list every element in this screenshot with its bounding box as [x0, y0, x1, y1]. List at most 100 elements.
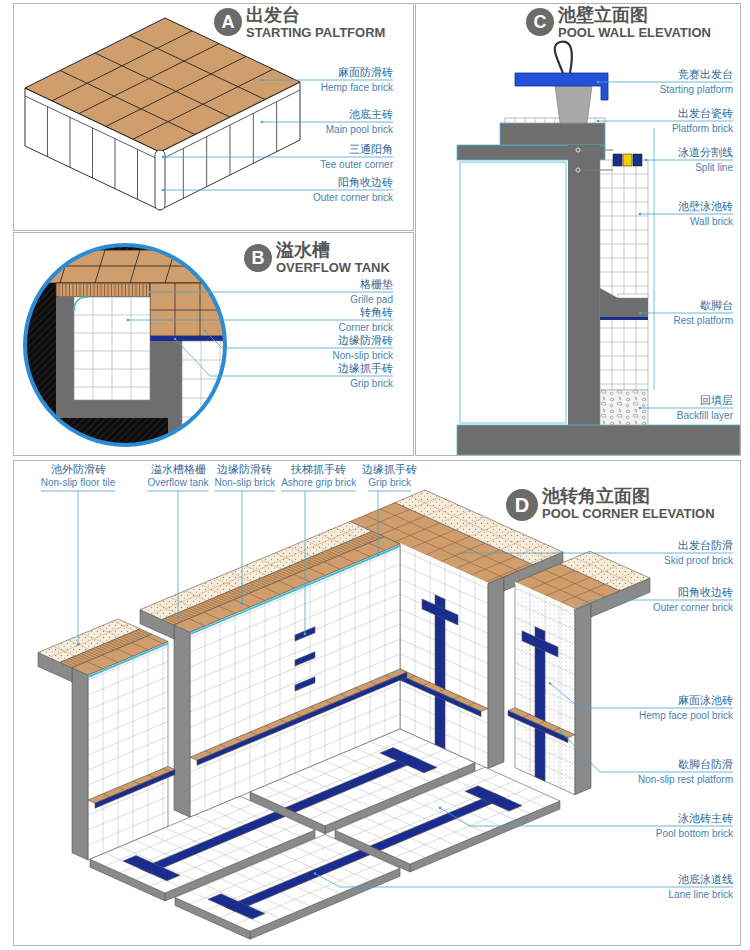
lane-line: [465, 786, 522, 811]
leader-dot: [377, 554, 380, 557]
leader-line: [378, 491, 379, 555]
tile-line: [325, 701, 332, 704]
tile-line: [265, 726, 272, 729]
tile-line: [190, 654, 400, 742]
callout-label: 麻面泳池砖: [678, 694, 733, 707]
tile-line: [219, 596, 231, 601]
ladder-grip: [295, 677, 315, 691]
rest-ledge: [88, 766, 175, 803]
grille-bar: [90, 284, 91, 296]
leader-line: [561, 732, 733, 772]
starting-block: [515, 73, 608, 100]
tile-line: [168, 617, 180, 622]
leader-dot: [261, 79, 264, 82]
leader-dot: [639, 312, 642, 315]
tile-line: [600, 328, 648, 329]
tile-line: [81, 654, 93, 659]
tile-line: [360, 536, 372, 541]
tile-line: [282, 569, 294, 574]
tile-line: [183, 148, 184, 198]
wall-cut: [72, 668, 88, 860]
backfill: [600, 390, 648, 425]
tile-line: [515, 603, 575, 630]
tile-line: [47, 107, 48, 157]
tile-line: [600, 258, 648, 259]
tile-line: [470, 524, 500, 537]
leader-underline: [368, 491, 411, 492]
tile-line: [300, 562, 312, 567]
callout-label: 边缘防滑砖: [338, 334, 393, 347]
callout-label: 出发台瓷砖: [678, 107, 733, 120]
tile-line: [500, 537, 530, 550]
zoom-hatch: [20, 240, 240, 450]
callout-label: 池底泳道线: [678, 873, 733, 886]
tile-line: [468, 703, 475, 706]
tile-line: [231, 591, 243, 596]
grille-bar: [69, 284, 70, 296]
leader-line: [262, 80, 393, 81]
lane-rope: [578, 170, 613, 171]
tile-line: [103, 669, 104, 854]
tile-line: [150, 310, 240, 311]
tile-line: [515, 544, 545, 557]
tile-line: [228, 592, 240, 597]
tile-line: [230, 125, 231, 175]
panel-frame: 池转角立面图POOL CORNER ELEVATIOND: [13, 460, 741, 946]
tile-line: [309, 568, 325, 575]
tile-line: [186, 610, 198, 615]
tile-line: [237, 588, 249, 593]
leader-line: [305, 491, 306, 634]
tile-line: [252, 582, 264, 587]
edge-tiles: [174, 537, 400, 632]
leader-line: [462, 552, 733, 553]
tile-line: [294, 575, 310, 582]
tile-line: [253, 113, 254, 163]
tile-line: [525, 118, 526, 123]
leader-line: [598, 121, 733, 122]
grille-bar: [146, 284, 147, 296]
tile-line: [117, 639, 129, 644]
tile-line: [220, 341, 221, 451]
lane-line: [123, 856, 180, 881]
leader-line: [205, 331, 393, 348]
tile-line: [182, 436, 240, 437]
heading-text: 出发台: [246, 5, 385, 25]
tile-line: [87, 662, 103, 669]
panel-badge: B: [244, 244, 272, 272]
tile-line: [280, 743, 430, 806]
grille-bar: [118, 284, 119, 296]
tile-line: [423, 683, 430, 686]
lane-line: [370, 794, 505, 851]
callout-label: Rest platform: [674, 315, 733, 327]
float: [633, 154, 642, 166]
rope-hook: [576, 148, 580, 152]
tile-line: [220, 745, 227, 748]
tile-line: [74, 351, 150, 352]
zoom-view: [20, 240, 240, 451]
tile-line: [99, 646, 111, 651]
channel-wall: [56, 297, 74, 418]
callout-label: Skid proof brick: [664, 555, 733, 567]
tile-line: [600, 356, 648, 357]
tile-line: [72, 657, 84, 662]
tile-line: [385, 675, 392, 678]
callout-label: 泳道分割线: [678, 146, 733, 159]
lane-rope: [578, 150, 613, 151]
tile-line: [234, 589, 246, 594]
grille-bar: [136, 284, 137, 296]
tile-line: [600, 202, 648, 203]
tile-line: [600, 244, 648, 245]
grille-bar: [101, 284, 102, 296]
tile-line: [600, 342, 648, 343]
tile-line: [339, 545, 351, 550]
callout-label: Starting platform: [660, 84, 733, 96]
leader-dot: [162, 189, 165, 192]
callout-label: 溢水槽格栅: [151, 463, 206, 476]
tile-line: [183, 611, 195, 616]
platform-tiles: [505, 118, 605, 123]
tile-line: [117, 649, 133, 656]
tile-line: [553, 728, 560, 731]
leader-dot: [639, 213, 642, 216]
tile-line: [624, 160, 625, 390]
tile-line: [132, 632, 144, 637]
